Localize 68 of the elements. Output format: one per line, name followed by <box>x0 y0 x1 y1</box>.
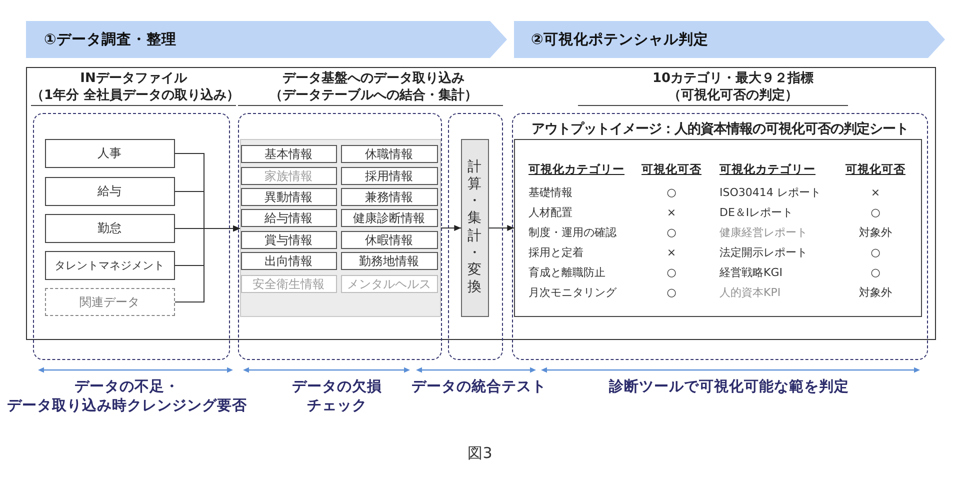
category-label: 法定開示レポート <box>720 246 808 260</box>
data-item-box: 休職情報 <box>340 144 438 162</box>
status-label: 対象外 <box>859 286 892 300</box>
category-label: ISO30414 レポート <box>720 186 821 200</box>
phase-note: 診断ツールで可視化可能な範を判定 <box>609 378 849 397</box>
dashed-group-box <box>512 113 928 360</box>
category-label: 月次モニタリング <box>528 286 616 300</box>
data-item-box: 兼務情報 <box>340 188 438 206</box>
data-item-box: 家族情報 <box>240 166 336 184</box>
data-item-box: 安全衛生情報 <box>240 274 336 292</box>
status-label: ○ <box>666 286 676 300</box>
data-item-box: 基本情報 <box>240 144 336 162</box>
category-label: DE＆Iレポート <box>720 206 794 220</box>
dashed-group-box <box>238 113 442 360</box>
phase-note: データの欠損チェック <box>292 378 382 416</box>
data-item-box: メンタルヘルス <box>340 274 438 292</box>
process-box: 計算・集計・変換 <box>460 138 488 316</box>
step-banner: ②可視化ポテンシャル判定 <box>514 21 945 58</box>
section-heading: INデータファイル（1年分 全社員データの取り込み） <box>31 70 236 106</box>
status-label: ○ <box>870 266 880 280</box>
data-item-box: 賞与情報 <box>240 230 336 248</box>
data-source-box: 関連データ <box>44 288 174 316</box>
data-source-box: 人事 <box>44 138 174 168</box>
category-label: 人材配置 <box>528 206 572 220</box>
connector-arrow <box>488 225 514 231</box>
data-item-box: 出向情報 <box>240 252 336 270</box>
category-label: 制度・運用の確認 <box>528 226 616 240</box>
status-label: ○ <box>666 186 676 200</box>
section-heading: 10カテゴリ・最大９２指標（可視化可否の判定） <box>578 70 848 106</box>
connector-arrow <box>174 226 240 302</box>
status-label: ○ <box>870 206 880 220</box>
category-label: 健康経営レポート <box>720 226 808 240</box>
column-header: 可視化カテゴリー <box>528 162 624 176</box>
sheet-heading: アウトプットイメージ：人的資本情報の可視化可否の判定シート <box>532 122 908 138</box>
category-label: 基礎情報 <box>528 186 572 200</box>
status-label: ○ <box>666 266 676 280</box>
category-label: 経営戦略KGI <box>720 266 782 280</box>
figure-caption: 図3 <box>468 444 492 462</box>
data-source-box: 給与 <box>44 176 174 206</box>
data-item-box: 休暇情報 <box>340 230 438 248</box>
data-item-box: 採用情報 <box>340 166 438 184</box>
status-label: ○ <box>666 226 676 240</box>
column-header: 可視化可否 <box>846 162 906 176</box>
status-label: ○ <box>870 246 880 260</box>
phase-note: データの統合テスト <box>412 378 546 397</box>
data-item-box: 異動情報 <box>240 188 336 206</box>
data-source-box: 勤怠 <box>44 214 174 242</box>
phase-note: データの不足・データ取り込み時クレンジング要否 <box>7 378 247 416</box>
dashed-group-box <box>33 113 230 360</box>
data-source-box: タレントマネジメント <box>44 250 174 280</box>
dashed-group-box <box>448 113 503 360</box>
step-banner: ①データ調査・整理 <box>26 21 507 58</box>
category-label: 育成と離職防止 <box>528 266 606 280</box>
status-label: × <box>666 206 676 220</box>
status-label: 対象外 <box>859 226 892 240</box>
status-label: × <box>870 186 880 200</box>
category-label: 採用と定着 <box>528 246 584 260</box>
data-item-box: 健康診断情報 <box>340 208 438 226</box>
column-header: 可視化可否 <box>642 162 702 176</box>
column-header: 可視化カテゴリー <box>720 162 816 176</box>
connector-arrow <box>440 225 462 231</box>
section-heading: データ基盤へのデータ取り込み（データテーブルへの結合・集計） <box>238 70 503 106</box>
category-label: 人的資本KPI <box>720 286 781 300</box>
table-panel <box>240 138 440 316</box>
data-item-box: 勤務地情報 <box>340 252 438 270</box>
result-sheet <box>514 138 922 316</box>
data-item-box: 給与情報 <box>240 208 336 226</box>
status-label: × <box>666 246 676 260</box>
